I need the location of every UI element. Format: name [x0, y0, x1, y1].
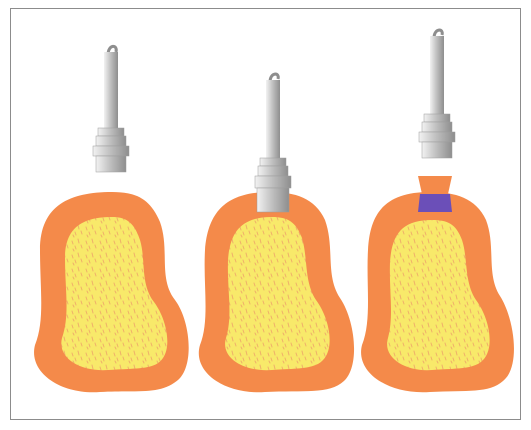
stage-3-group [361, 30, 514, 392]
stage-3-instrument [419, 30, 455, 158]
stage-2-instrument [255, 74, 291, 212]
stage-2-group [199, 74, 354, 392]
stage-3-sealant [418, 194, 452, 212]
stage-1-group [34, 46, 189, 392]
stage-1-instrument [93, 46, 129, 172]
stage-3-cap-layer [418, 176, 452, 194]
